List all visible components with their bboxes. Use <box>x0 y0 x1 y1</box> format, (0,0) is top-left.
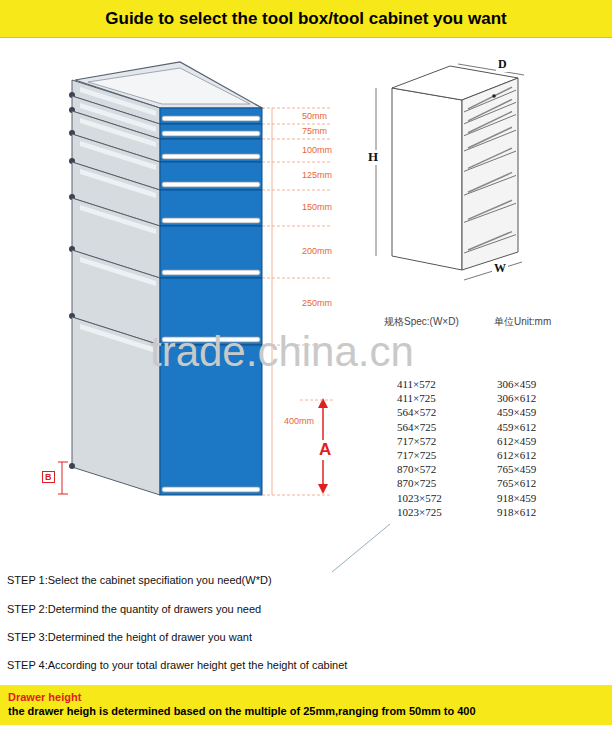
title-band: Guide to select the tool box/tool cabine… <box>0 0 612 38</box>
arrow-head <box>318 398 328 408</box>
handle-knob <box>69 463 75 469</box>
watermark: trade.china.cn <box>150 328 414 376</box>
note-band: Drawer heightthe drawer heigh is determi… <box>0 685 612 725</box>
dimension-line <box>272 108 273 495</box>
cabinet-drawer-handle <box>468 172 512 192</box>
cabinet-drawer-handle <box>468 127 512 148</box>
table-cell: 459×459 <box>497 406 536 419</box>
drawer-handle <box>162 218 260 223</box>
dimension-label: 400mm <box>284 416 314 426</box>
dimension-bracket <box>62 462 63 494</box>
cabinet-drawer-line <box>464 151 516 171</box>
table-cell: 612×459 <box>497 435 536 448</box>
dimension-letter: A <box>317 440 333 460</box>
step-text: STEP 1:Select the cabinet specifiation y… <box>7 574 272 587</box>
drawer-tray-rim <box>80 324 156 353</box>
drawer-handle <box>162 182 260 187</box>
cabinet-drawer-line <box>464 175 516 195</box>
step-text: STEP 2:Determind the quantity of drawers… <box>7 603 261 616</box>
drawer-tray-rim <box>80 141 156 170</box>
dimension-line <box>458 64 524 75</box>
dimension-line <box>376 88 377 256</box>
table-cell: 564×572 <box>397 406 436 419</box>
dimension-line <box>464 262 522 280</box>
table-cell: 411×725 <box>397 392 436 405</box>
drawer-front <box>160 108 262 124</box>
cabinet-drawer-line <box>464 130 516 151</box>
table-cell: 717×572 <box>397 435 436 448</box>
title: Guide to select the tool box/tool cabine… <box>105 9 506 29</box>
table-header: 规格Spec:(W×D) <box>384 316 459 328</box>
drawer-front <box>160 139 262 162</box>
dimension-label: 125mm <box>302 170 332 180</box>
table-cell: 765×459 <box>497 463 536 476</box>
cabinet-drawer-line <box>464 235 516 253</box>
cabinet-drawer-handle <box>468 99 512 120</box>
table-cell: 306×459 <box>497 378 536 391</box>
drawer-handle <box>162 487 260 492</box>
cabinet-lock <box>492 94 496 98</box>
leader-line <box>332 524 390 572</box>
table-cell: 1023×572 <box>397 492 442 505</box>
table-cell: 918×612 <box>497 506 536 519</box>
step-text: STEP 3:Determined the height of drawer y… <box>7 631 252 644</box>
cabinet-drawer-handle <box>468 148 512 168</box>
drawer-tray-rim <box>80 205 156 234</box>
table-cell: 459×612 <box>497 421 536 434</box>
dimension-letter: B <box>42 471 55 483</box>
cabinet-front <box>462 78 518 270</box>
table-cell: 306×612 <box>497 392 536 405</box>
note-body: the drawer heigh is determined based on … <box>8 704 604 718</box>
arrow-head <box>318 484 328 494</box>
table-cell: 411×572 <box>397 378 436 391</box>
cabinet-drawer-line <box>464 203 516 222</box>
dimension-label: 100mm <box>302 145 332 155</box>
table-cell: 765×612 <box>497 477 536 490</box>
dimension-label: 250mm <box>302 298 332 308</box>
table-cell: 1023×725 <box>397 506 442 519</box>
table-cell: 564×725 <box>397 421 436 434</box>
dimension-bracket <box>58 494 68 495</box>
table-cell: 918×459 <box>497 492 536 505</box>
drawer-handle <box>162 116 260 121</box>
drawer-front <box>160 190 262 226</box>
dimension-label: 200mm <box>302 246 332 256</box>
dimension-letter: H <box>366 150 380 165</box>
drawer-front <box>160 226 262 278</box>
cabinet-side <box>392 88 462 270</box>
table-cell: 612×612 <box>497 449 536 462</box>
drawer-front <box>160 124 262 139</box>
dimension-bracket <box>58 462 68 463</box>
dimension-letter: W <box>492 262 508 276</box>
drawer-tray-rim <box>80 169 156 198</box>
cabinet-drawer-line <box>464 115 516 136</box>
drawer-tray <box>72 317 160 495</box>
drawer-front <box>160 162 262 190</box>
cabinet-drawer-handle <box>468 87 512 109</box>
dimension-label: 50mm <box>302 111 327 121</box>
dimension-label: 75mm <box>302 126 327 136</box>
drawer-tray-rim <box>80 257 156 286</box>
dimension-guide <box>300 400 335 401</box>
table-cell: 717×725 <box>397 449 436 462</box>
drawer-handle <box>162 131 260 136</box>
dimension-letter: D <box>496 58 509 72</box>
drawer-handle <box>162 154 260 159</box>
step-text: STEP 4:According to your total drawer he… <box>7 659 347 672</box>
cabinet-drawer-handle <box>468 200 512 219</box>
cabinet-drawer-handle <box>468 232 512 250</box>
dimension-label: 150mm <box>302 202 332 212</box>
note-heading: Drawer height <box>8 690 604 704</box>
table-cell: 870×725 <box>397 477 436 490</box>
table-header: 单位Unit:mm <box>494 316 551 328</box>
drawer-handle <box>162 270 260 275</box>
table-cell: 870×572 <box>397 463 436 476</box>
